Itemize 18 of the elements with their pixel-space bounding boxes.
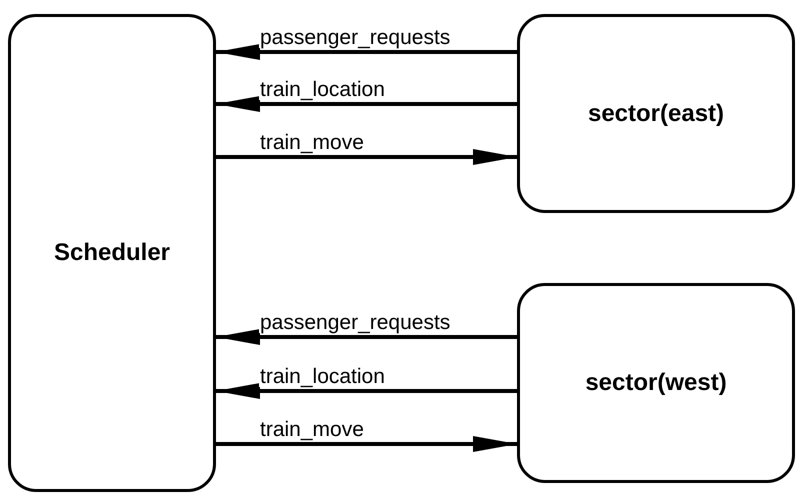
rounded-box xyxy=(517,14,795,213)
edge-label: train_location xyxy=(259,79,386,100)
edge-label: train_move xyxy=(259,419,365,440)
rounded-box xyxy=(8,14,216,492)
arrow xyxy=(216,383,517,399)
edge-label: train_move xyxy=(259,132,365,153)
edge-label: passenger_requests xyxy=(259,27,452,48)
edge-label: passenger_requests xyxy=(259,312,452,333)
arrow xyxy=(216,44,517,60)
rounded-box xyxy=(517,283,795,483)
arrow xyxy=(216,149,517,165)
node-label: Scheduler xyxy=(54,239,170,267)
node-label: sector(west) xyxy=(585,369,727,397)
node-label: sector(east) xyxy=(588,100,724,128)
arrow xyxy=(216,96,517,112)
arrow xyxy=(216,436,517,452)
arrow xyxy=(216,329,517,345)
edge-label: train_location xyxy=(259,366,386,387)
